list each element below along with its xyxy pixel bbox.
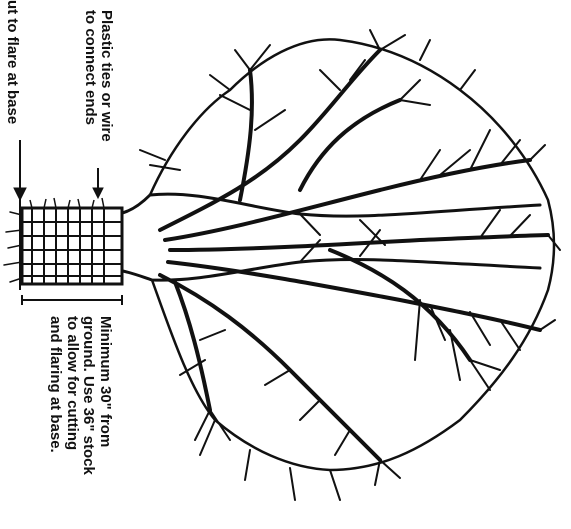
cut-flare-label: ut to flare at base [4,0,20,124]
ties-label: Plastic ties or wire to connect ends [82,10,114,142]
cut-flare-text: ut to flare at base [4,0,20,124]
minimum-label-line2: ground. Use 36" stock [80,316,97,475]
minimum-label-line3: to allow for cutting [64,316,81,475]
arrow-to-base [14,150,26,200]
arrow-to-ties [93,168,103,198]
tree-guard-mesh [22,198,122,284]
dimension-bracket [22,295,122,305]
ties-label-line1: Plastic ties or wire [98,10,114,142]
minimum-height-label: Minimum 30" from ground. Use 36" stock t… [47,316,113,475]
ties-label-line2: to connect ends [82,10,98,142]
minimum-label-line1: Minimum 30" from [97,316,114,475]
limbs [160,50,548,460]
minimum-label-line4: and flaring at base. [47,316,64,475]
